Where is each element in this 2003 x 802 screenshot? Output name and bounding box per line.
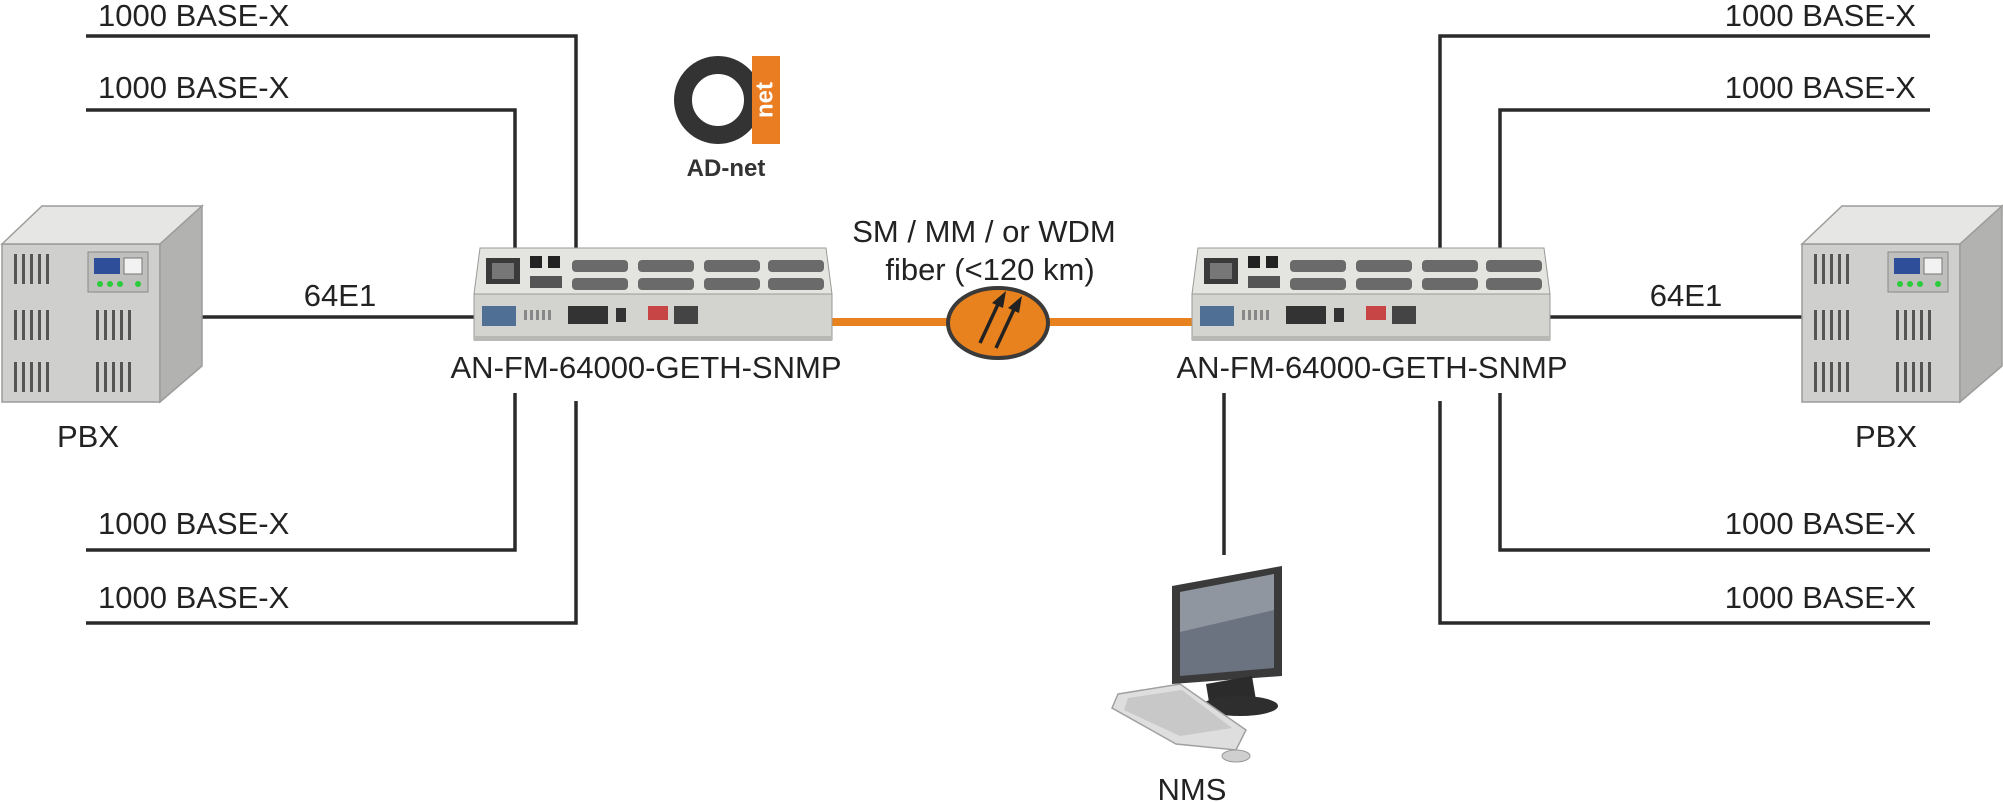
fiber-caption-line1: SM / MM / or WDM [852, 214, 1115, 249]
left-port-label: 1000 BASE-X [98, 506, 290, 541]
right-port-label: 1000 BASE-X [1725, 580, 1917, 615]
right-pbx-label: PBX [1855, 419, 1917, 454]
logo-wordmark: AD-net [687, 155, 766, 182]
right-e1-label: 64E1 [1650, 278, 1722, 313]
nms-label: NMS [1158, 772, 1227, 802]
left-pbx-icon [1, 205, 203, 403]
right-device-label: AN-FM-64000-GETH-SNMP [1177, 350, 1568, 385]
right-media-converter-chassis-icon [1191, 247, 1551, 342]
left-port-wires [86, 34, 578, 625]
right-port-label: 1000 BASE-X [1725, 506, 1917, 541]
left-port-label: 1000 BASE-X [98, 0, 290, 33]
right-port-label: 1000 BASE-X [1725, 70, 1917, 105]
workstation-icon [1111, 566, 1282, 763]
left-e1-label: 64E1 [304, 278, 376, 313]
left-port-label: 1000 BASE-X [98, 70, 290, 105]
logo-mark-text: net [751, 82, 778, 118]
right-port-wires [1438, 34, 1930, 625]
right-pbx-icon [1801, 205, 2003, 403]
ad-net-logo: net AD-net [674, 56, 780, 182]
left-media-converter-chassis-icon [473, 247, 833, 342]
left-pbx-label: PBX [57, 419, 119, 454]
fiber-caption-line2: fiber (<120 km) [885, 252, 1094, 287]
left-device-label: AN-FM-64000-GETH-SNMP [451, 350, 842, 385]
right-port-label: 1000 BASE-X [1725, 0, 1917, 33]
fiber-link-icon [946, 286, 1050, 360]
left-port-label: 1000 BASE-X [98, 580, 290, 615]
